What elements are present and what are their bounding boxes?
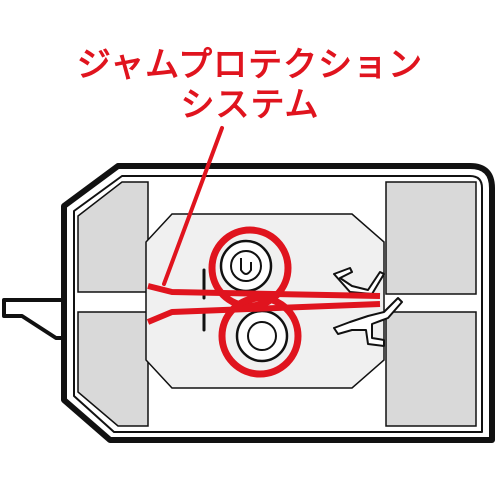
left-upper-panel [77, 181, 149, 293]
paper-path-upper [147, 283, 381, 299]
left-lower-panel [77, 311, 149, 427]
callout-label-line1: ジャムプロテクション [76, 45, 424, 85]
right-lower-panel [385, 311, 477, 427]
lower-roller-highlight [218, 294, 302, 378]
paper-path-lower [146, 301, 381, 325]
right-comb-lower [333, 297, 403, 347]
housing-inner-line [73, 175, 483, 433]
callout-label-line2: システム [180, 85, 320, 125]
paper-feed-tray [2, 298, 72, 340]
callout-pointer [162, 126, 224, 286]
right-upper-panel [385, 181, 477, 295]
